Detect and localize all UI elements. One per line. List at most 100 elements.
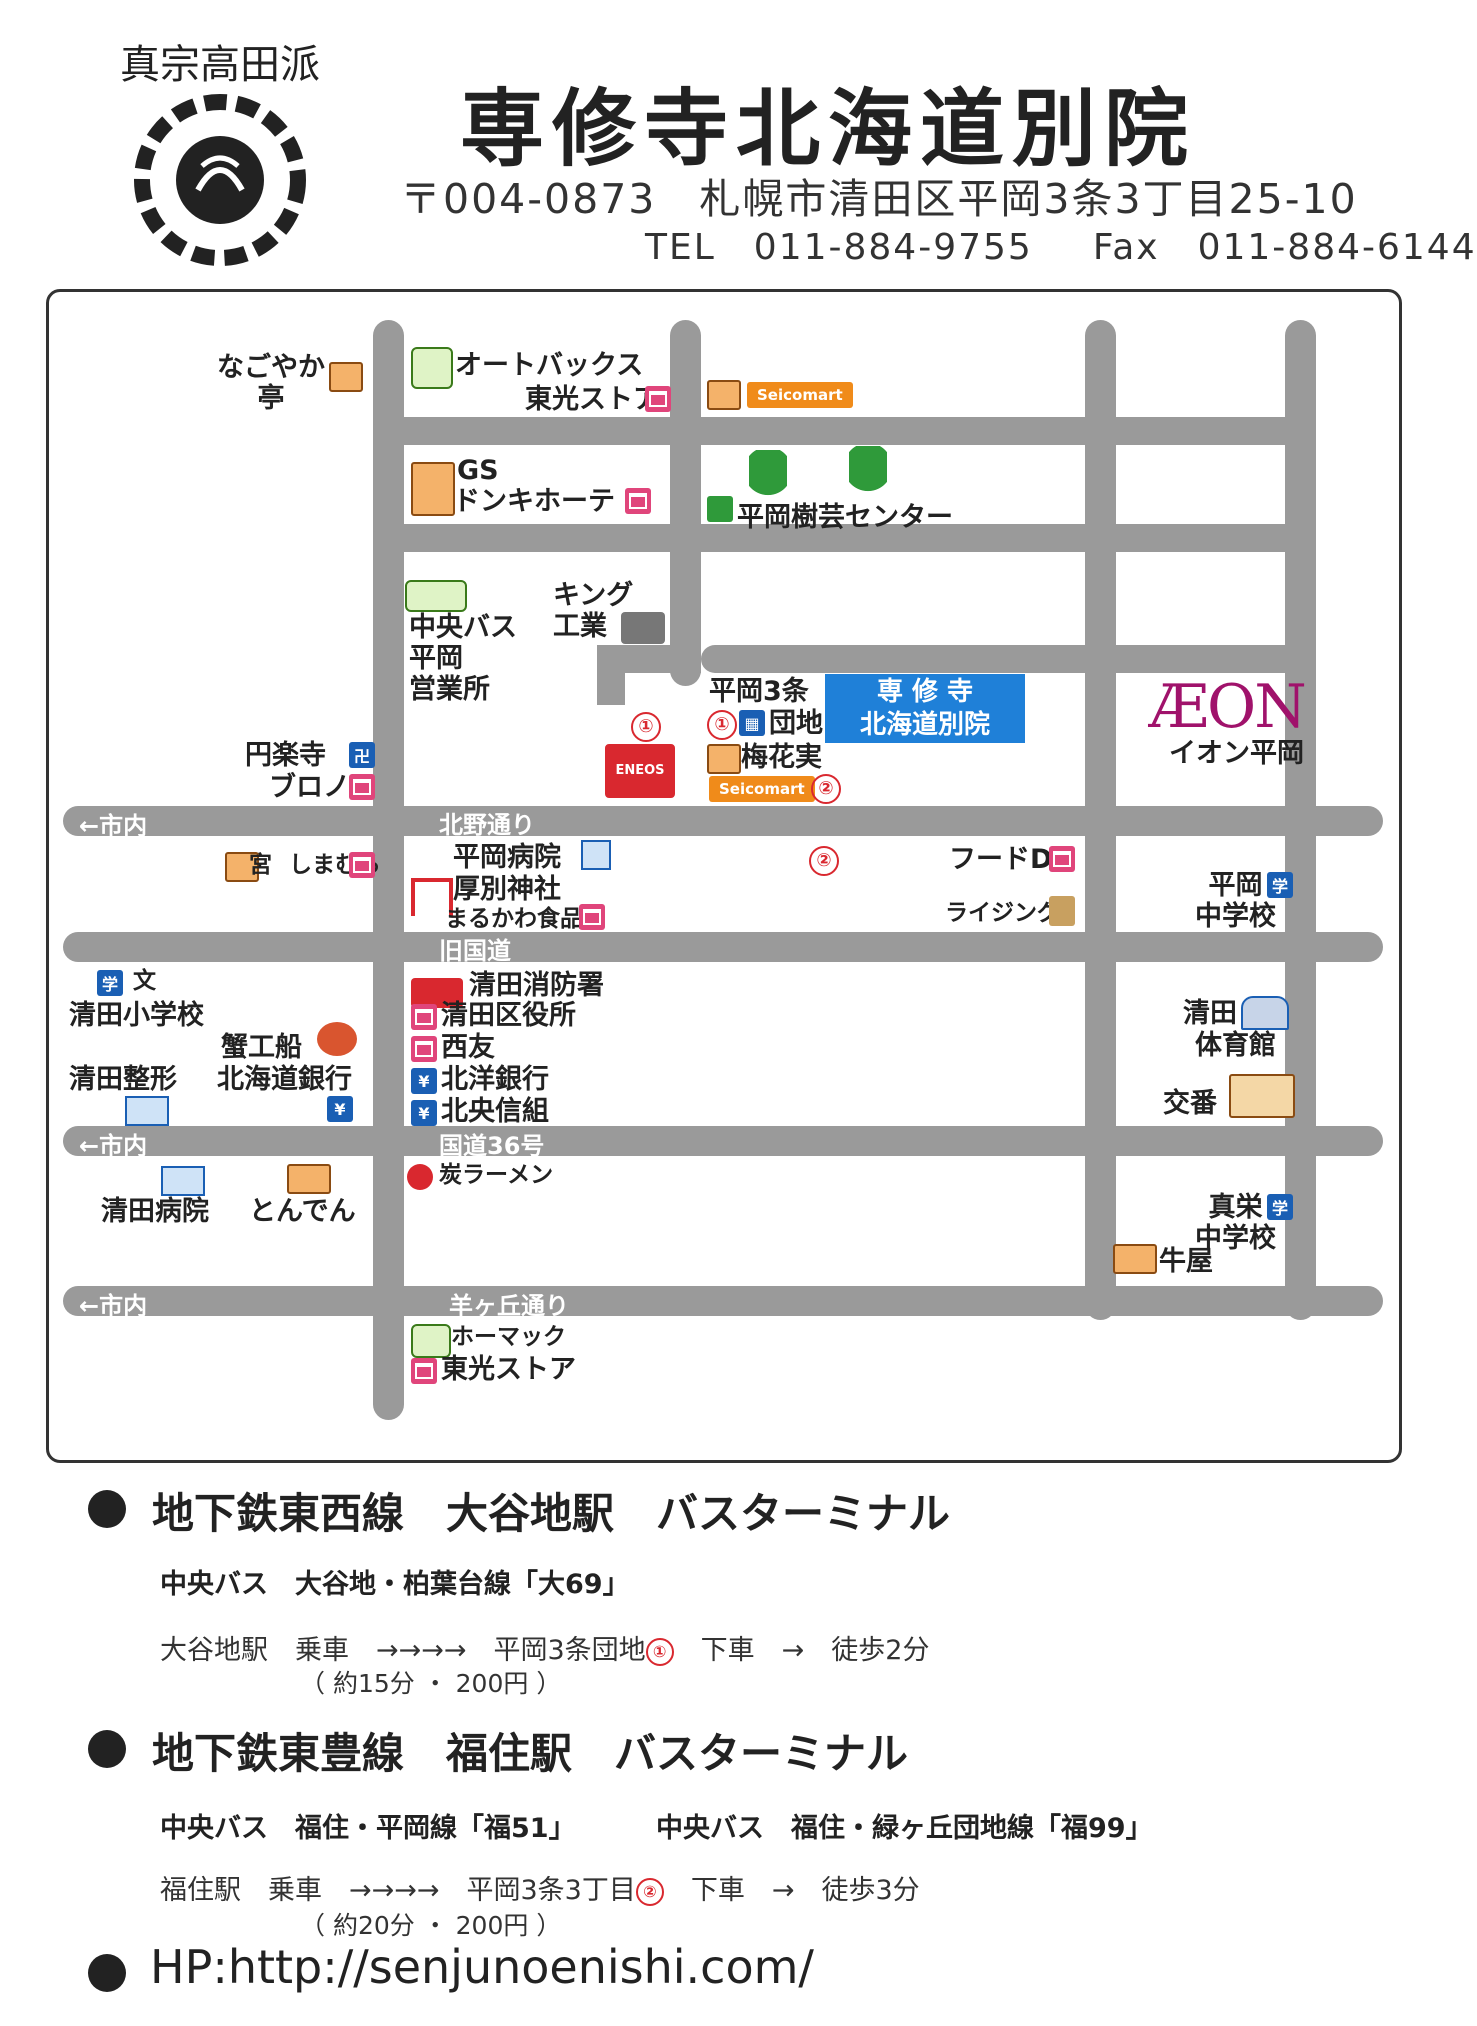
road-label-city-3: ←市内 bbox=[79, 1292, 148, 1320]
shop-icon bbox=[579, 904, 605, 930]
place-miya: 宮 bbox=[249, 852, 272, 878]
direction-2-line-a: 中央バス 福住・平岡線「福51」 bbox=[160, 1813, 576, 1844]
shop-icon bbox=[645, 386, 671, 412]
hospital-icon bbox=[581, 840, 611, 870]
school-icon: 学 bbox=[1267, 872, 1293, 898]
place-kiyota-gym-1: 清田 bbox=[1183, 998, 1237, 1029]
store-icon bbox=[411, 347, 453, 389]
eneos-sign: ENEOS bbox=[605, 744, 675, 798]
place-gs: GS bbox=[457, 455, 499, 486]
shrine-icon bbox=[225, 852, 259, 882]
homepage-link[interactable]: HP:http://senjunoenishi.com/ bbox=[150, 1940, 814, 1994]
place-ward-office: 清田区役所 bbox=[441, 1000, 576, 1031]
bullet-icon bbox=[88, 1730, 126, 1768]
place-hiraoka-garden: 平岡樹芸センター bbox=[737, 502, 953, 533]
school-mark-icon: 文 bbox=[133, 968, 156, 994]
place-kiyota-gym-2: 体育館 bbox=[1195, 1030, 1276, 1061]
place-kiyota-hospital: 清田病院 bbox=[101, 1196, 209, 1227]
road-kitano bbox=[63, 806, 1383, 836]
bus-stop-1-marker-b: ① bbox=[707, 710, 737, 740]
apartment-icon: ▦ bbox=[739, 710, 765, 736]
road-kokudo36 bbox=[63, 1126, 1383, 1156]
road-kyu-kokudo bbox=[63, 932, 1383, 962]
road-horizontal-a bbox=[373, 417, 1316, 445]
road-label-city-2: ←市内 bbox=[79, 1132, 148, 1160]
shop-icon bbox=[411, 1036, 437, 1062]
road-label-kokudo36: 国道36号 bbox=[439, 1132, 545, 1160]
place-kiyota-es: 清田小学校 bbox=[69, 1000, 204, 1031]
bank-icon: ¥ bbox=[411, 1100, 437, 1126]
temple-senjuji: 専 修 寺 北海道別院 bbox=[825, 674, 1025, 743]
place-rising: ライジング bbox=[945, 900, 1060, 926]
place-hiraoka3jo: 平岡3条 bbox=[709, 676, 809, 707]
place-toko-store-bottom: 東光ストア bbox=[441, 1354, 576, 1385]
direction-1-note: （ 約15分 ・ 200円 ） bbox=[300, 1669, 562, 1698]
place-nagoyaka: なごやか亭 bbox=[217, 352, 325, 415]
place-seiyu: 西友 bbox=[441, 1032, 495, 1063]
place-fire-station: 清田消防署 bbox=[469, 970, 604, 1001]
direction-2-note: （ 約20分 ・ 200円 ） bbox=[300, 1911, 562, 1940]
direction-1-heading: 地下鉄東西線 大谷地駅 バスターミナル bbox=[152, 1489, 951, 1538]
bus-stop-2-marker: ② bbox=[811, 774, 841, 804]
fax-number: Fax 011-884-6144 bbox=[1092, 227, 1477, 268]
place-donki: ドンキホーテ bbox=[453, 486, 615, 517]
bullet-icon bbox=[88, 1954, 126, 1992]
shop-icon bbox=[1049, 846, 1075, 872]
road-hitsujigaoka bbox=[63, 1286, 1383, 1316]
crest-text: 真宗高田派 bbox=[120, 42, 320, 88]
tree-icon bbox=[749, 450, 787, 510]
place-brono: ブロノ bbox=[269, 772, 350, 803]
crest-logo: 真宗高田派 bbox=[120, 42, 320, 266]
tel-number: TEL 011-884-9755 bbox=[645, 227, 1033, 268]
place-king: キング工業 bbox=[553, 580, 634, 643]
bus-stop-1-marker-c: ① bbox=[645, 1637, 674, 1666]
crab-icon bbox=[317, 1022, 357, 1056]
temple-name: 専 修 寺 bbox=[876, 677, 974, 707]
convenience-icon bbox=[707, 380, 741, 410]
tree-icon bbox=[849, 446, 887, 506]
bus-stop-2-marker-b: ② bbox=[809, 846, 839, 876]
road-vertical-1 bbox=[373, 320, 404, 1420]
bus-stop-2-marker-c: ② bbox=[635, 1877, 664, 1906]
place-danchi: 団地 bbox=[769, 708, 823, 739]
place-baikajitsu: 梅花実 bbox=[741, 742, 822, 773]
direction-1-line: 中央バス 大谷地・柏葉台線「大69」 bbox=[160, 1569, 630, 1600]
road-horizontal-b bbox=[373, 524, 1316, 552]
shop-icon bbox=[349, 774, 375, 800]
bank-icon: ¥ bbox=[411, 1068, 437, 1094]
restaurant-icon bbox=[287, 1164, 331, 1194]
temple-icon: 卍 bbox=[349, 742, 375, 768]
office-icon bbox=[411, 1004, 437, 1030]
contact-line: TEL 011-884-9755 Fax 011-884-6144 bbox=[645, 218, 1477, 270]
restaurant-icon bbox=[329, 362, 363, 392]
ramen-icon bbox=[407, 1164, 433, 1190]
place-atsubetsu-shrine: 厚別神社 bbox=[453, 874, 561, 905]
place-marukawa: まるかわ食品 bbox=[445, 906, 583, 932]
place-koban: 交番 bbox=[1163, 1088, 1217, 1119]
direction-2-heading: 地下鉄東豊線 福住駅 バスターミナル bbox=[152, 1729, 909, 1778]
place-autobacs: オートバックス bbox=[455, 350, 644, 381]
place-hokkaido-bank: 北海道銀行 bbox=[217, 1064, 352, 1095]
shop-icon bbox=[625, 488, 651, 514]
place-hokuyo-bank: 北洋銀行 bbox=[441, 1064, 549, 1095]
bank-icon: ¥ bbox=[327, 1096, 353, 1122]
road-vertical-5 bbox=[1085, 806, 1116, 962]
shrine-gate-icon bbox=[411, 878, 453, 916]
gas-station-icon bbox=[411, 462, 455, 516]
place-hiraoka-jhs: 平岡中学校 bbox=[1195, 870, 1276, 933]
police-box-icon bbox=[1229, 1074, 1295, 1118]
place-toko-store-top: 東光ストア bbox=[525, 384, 660, 415]
restaurant-icon bbox=[1113, 1244, 1157, 1274]
address: 〒004-0873 札幌市清田区平岡3条3丁目25-10 bbox=[400, 175, 1358, 223]
park-icon bbox=[707, 496, 733, 522]
road-vertical-2 bbox=[670, 320, 701, 686]
page-title: 専修寺北海道別院 bbox=[460, 80, 1197, 178]
road-label-city-1: ←市内 bbox=[79, 812, 148, 840]
road-label-kitano: 北野通り bbox=[439, 811, 535, 839]
bus-stop-1-marker: ① bbox=[631, 712, 661, 742]
fire-truck-icon bbox=[411, 978, 463, 1008]
seicomart-top: Seicomart bbox=[747, 382, 853, 408]
temple-branch: 北海道別院 bbox=[859, 709, 990, 740]
school-icon: 学 bbox=[1267, 1194, 1293, 1220]
